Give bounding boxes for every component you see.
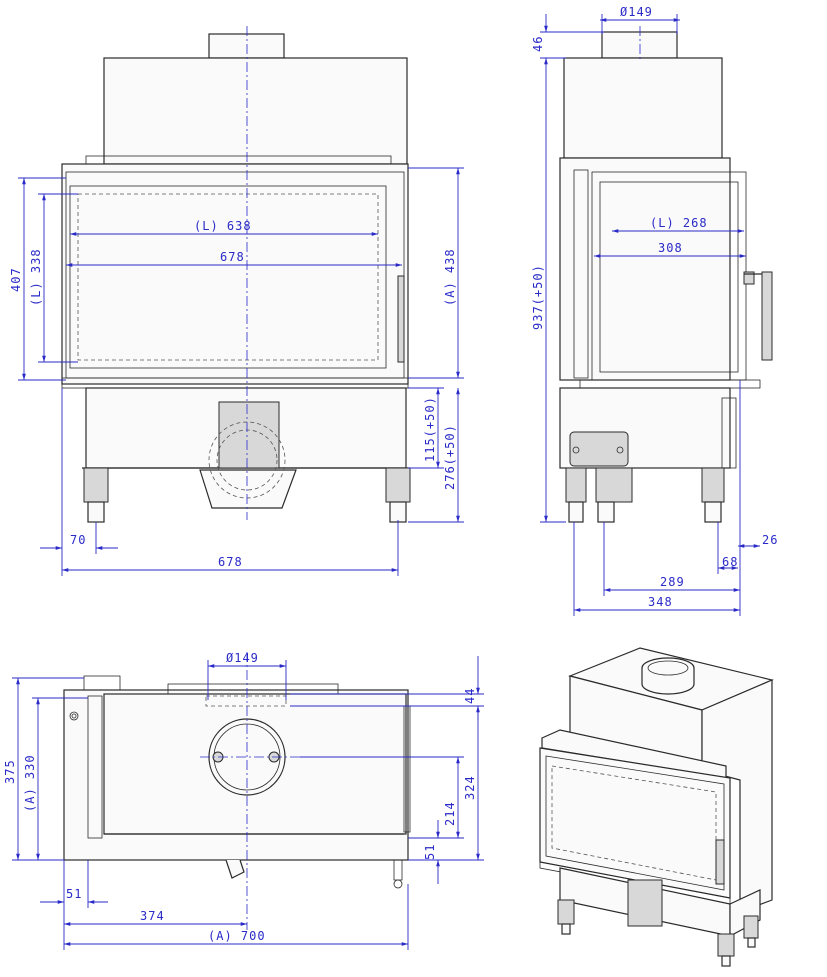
side-depth-26: 26	[762, 533, 778, 547]
side-flue-collar	[601, 31, 678, 59]
side-upper-hood	[563, 57, 723, 159]
side-view: Ø149 46 937(+50) (L) 268 308 26 68 289 3…	[531, 5, 778, 616]
side-air-inlet	[569, 431, 629, 467]
top-flue-diameter: Ø149	[226, 651, 259, 665]
top-offset-51-bottom: 51	[66, 887, 82, 901]
side-handle	[761, 271, 773, 361]
side-flue-top: 46	[531, 36, 545, 52]
front-leg-height-1: 115(+50)	[423, 396, 437, 462]
iso-air-box	[627, 879, 663, 927]
top-handle	[225, 859, 245, 879]
side-depth-68: 68	[722, 555, 738, 569]
main-frame	[61, 163, 409, 385]
top-flue-374: 374	[140, 909, 165, 923]
side-depth-348: 348	[648, 595, 673, 609]
front-leg-offset: 70	[70, 533, 86, 547]
front-height-glass: (L) 338	[29, 248, 43, 306]
side-main-body	[559, 157, 731, 381]
iso-leg-1	[557, 899, 575, 925]
flue-collar	[208, 33, 285, 59]
front-width-total: 678	[218, 555, 243, 569]
top-offset-44: 44	[463, 688, 477, 704]
front-height-left: 407	[9, 267, 23, 292]
air-control-box	[218, 401, 280, 469]
front-width-glass: (L) 638	[194, 219, 252, 233]
side-total-height: 937(+50)	[531, 264, 545, 330]
upper-hood	[103, 57, 408, 165]
side-leg-back	[701, 467, 725, 503]
top-offset-51-right: 51	[423, 844, 437, 860]
front-leg-height-2: 276(+50)	[443, 424, 457, 490]
side-depth-glass: (L) 268	[650, 216, 708, 230]
front-height-right: (A) 438	[443, 248, 457, 306]
side-leg-front	[565, 467, 587, 503]
top-depth-375: 375	[3, 759, 17, 784]
leg-left	[83, 467, 109, 503]
door-handle	[397, 275, 405, 363]
side-depth-inner: 308	[658, 241, 683, 255]
side-depth-289: 289	[660, 575, 685, 589]
top-flue-324: 324	[463, 775, 477, 800]
glass-area	[77, 193, 379, 361]
front-width-inner: 678	[220, 250, 245, 264]
door-frame	[69, 185, 387, 369]
top-width-700: (A) 700	[208, 929, 266, 943]
top-view: Ø149 375 (A) 330 44 324 214 51 51 374	[3, 651, 484, 950]
top-flue-214: 214	[443, 801, 457, 826]
side-flue-diameter: Ø149	[620, 5, 653, 19]
iso-leg-3	[743, 915, 759, 939]
front-view: (L) 638 678 678 70 407 (L) 338 (A) 438 1…	[9, 26, 464, 576]
iso-handle	[715, 839, 725, 885]
top-depth-330: (A) 330	[23, 754, 37, 812]
leg-right	[385, 467, 411, 503]
isometric-view	[539, 647, 774, 967]
iso-leg-2	[717, 933, 735, 957]
